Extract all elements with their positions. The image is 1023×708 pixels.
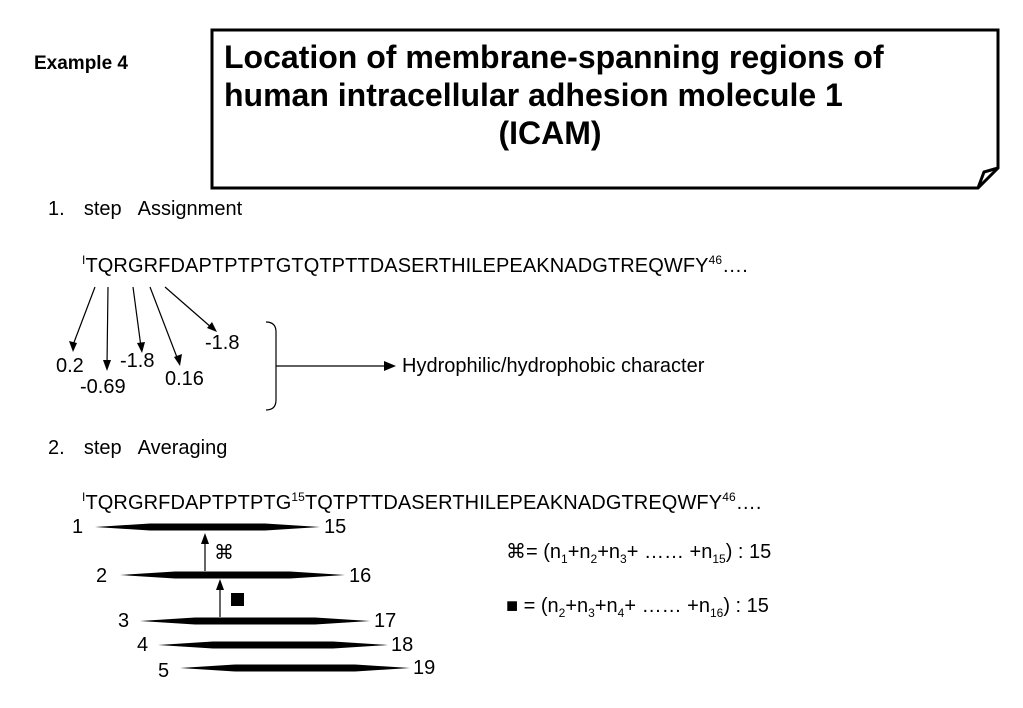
window-bar-2 <box>120 571 345 579</box>
formula-b-sub2: 3 <box>588 606 595 620</box>
formula-a-t1: +n <box>567 541 591 563</box>
bracket <box>265 321 277 411</box>
character-label: Hydrophilic/hydrophobic character <box>402 355 705 377</box>
step1-number: 1. <box>48 198 65 220</box>
value-4: 0.16 <box>165 368 204 390</box>
seq-end-sup: 46 <box>708 253 723 267</box>
seq-start-sup: I <box>82 253 86 267</box>
bracket-arrowhead <box>384 361 396 371</box>
formula-a-t2: +n <box>597 541 621 563</box>
formula-b: ■ = (n2+n3+n4+ …… +n16) : 15 <box>506 595 769 620</box>
step2-word: step <box>83 437 122 459</box>
window-5-end: 19 <box>413 657 436 679</box>
window-4-end: 18 <box>391 634 414 656</box>
formula-a-sub4: 15 <box>712 552 726 566</box>
formula-b-t2: +n <box>594 595 618 617</box>
value-3: -1.8 <box>120 350 155 372</box>
window-bars <box>95 523 410 672</box>
step1-word: step <box>83 198 122 220</box>
formula-b-t1: +n <box>565 595 589 617</box>
title-fold <box>976 166 999 189</box>
seq2-end-sup: 46 <box>722 490 736 504</box>
window-2-end: 16 <box>349 565 372 587</box>
window-1-end: 15 <box>324 516 347 538</box>
value-1: 0.2 <box>56 355 84 377</box>
example-label: Example 4 <box>34 53 128 74</box>
window-5-start: 5 <box>158 660 170 682</box>
formula-b-sub3: 4 <box>617 606 625 620</box>
formula-b-prefix: = (n <box>518 595 559 617</box>
avg-arrowhead-upper <box>201 533 209 544</box>
value-5: -1.8 <box>205 332 240 354</box>
title-line-3: (ICAM) <box>498 115 602 151</box>
title-frame <box>210 28 1000 190</box>
seq2-part2: TQTPTTDASERTHILEPEAKNADGTREQWFY <box>304 492 723 514</box>
title-line-1: Location of membrane-spanning regions of <box>224 39 884 75</box>
square-symbol <box>231 593 244 606</box>
avg-arrowhead-lower <box>216 579 224 590</box>
seq2-mid-sup: 15 <box>291 490 305 504</box>
window-1-start: 1 <box>72 516 84 538</box>
formula-b-t3: + …… +n <box>624 595 710 617</box>
title-line-2: human intracellular adhesion molecule 1 <box>224 77 843 113</box>
seq-tail: …. <box>722 255 748 277</box>
formula-a-sub1: 1 <box>561 552 568 566</box>
step1-heading: 1. step Assignment <box>48 198 242 221</box>
window-4-start: 4 <box>137 634 149 656</box>
sequence-text: TQRGRFDAPTPTPTGTQTPTTDASERTHILEPEAKNADGT… <box>85 255 709 277</box>
formula-a-sub3: 3 <box>620 552 627 566</box>
window-bar-1 <box>95 523 320 531</box>
step1-name: Assignment <box>137 198 243 220</box>
step1-sequence: ITQRGRFDAPTPTPTGTQTPTTDASERTHILEPEAKNADG… <box>82 253 748 278</box>
formula-a: ⌘= (n1+n2+n3+ …… +n15) : 15 <box>506 539 771 566</box>
assignment-arrows <box>72 286 213 366</box>
formula-a-symbol: ⌘ <box>506 541 526 563</box>
window-3-end: 17 <box>374 610 397 632</box>
value-2: -0.69 <box>80 376 126 398</box>
window-bar-3 <box>140 617 370 625</box>
seq2-start-sup: I <box>82 490 86 504</box>
step2-number: 2. <box>48 437 65 459</box>
formula-b-symbol: ■ <box>506 595 519 617</box>
formula-a-sub2: 2 <box>590 552 598 566</box>
formula-a-prefix: = (n <box>526 541 562 563</box>
step2-heading: 2. step Averaging <box>48 437 227 460</box>
page-title: Location of membrane-spanning regions of… <box>224 38 994 152</box>
step2-sequence: ITQRGRFDAPTPTPTG15TQTPTTDASERTHILEPEAKNA… <box>82 490 762 515</box>
formula-b-sub1: 2 <box>558 606 566 620</box>
formula-a-t4: ) : 15 <box>725 541 772 563</box>
formula-a-t3: + …… +n <box>626 541 713 563</box>
step2-name: Averaging <box>137 437 228 459</box>
formula-b-t4: ) : 15 <box>723 595 769 617</box>
formula-b-sub4: 16 <box>709 606 724 620</box>
assignment-arrowheads <box>69 322 217 371</box>
command-symbol: ⌘ <box>214 542 234 564</box>
seq2-tail: …. <box>735 492 762 514</box>
seq2-part1: TQRGRFDAPTPTPTG <box>85 492 292 514</box>
window-bar-4 <box>158 641 388 649</box>
window-2-start: 2 <box>96 565 108 587</box>
window-bar-5 <box>180 664 410 672</box>
window-3-start: 3 <box>118 610 130 632</box>
